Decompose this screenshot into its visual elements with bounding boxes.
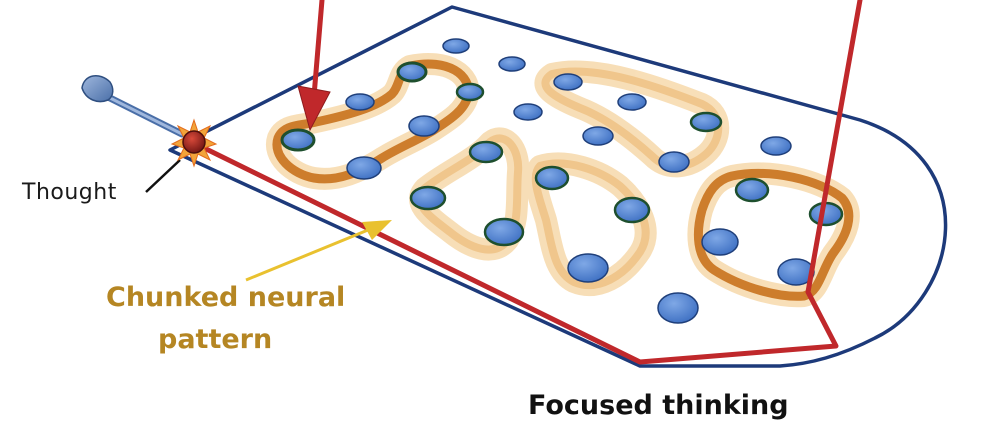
- neuron: [701, 228, 739, 256]
- thought-path: [195, 0, 863, 365]
- neuron: [468, 140, 504, 164]
- neuron: [613, 196, 651, 224]
- neuron: [658, 151, 690, 173]
- thought-label: Thought: [22, 180, 117, 205]
- neuron: [513, 103, 543, 121]
- neuron: [617, 93, 647, 111]
- neuron: [808, 201, 844, 227]
- neuron: [483, 217, 525, 247]
- pointer-arrow: [245, 220, 392, 282]
- chunk-label-line-2: pattern: [158, 324, 273, 355]
- thought-spark-icon: [170, 118, 218, 168]
- neuron: [409, 185, 447, 211]
- neuron: [553, 73, 583, 91]
- neuron: [567, 253, 609, 283]
- path-arrowhead: [297, 85, 331, 132]
- diagram-caption: Focused thinking: [528, 390, 789, 421]
- chunk-label-line-1: Chunked neural: [106, 282, 346, 313]
- neuron: [734, 177, 770, 203]
- chunk-5: [693, 169, 854, 301]
- chunk-4: [531, 159, 650, 290]
- neuron-nodes: [280, 38, 844, 324]
- neuron: [280, 128, 316, 152]
- neuron: [582, 126, 614, 146]
- neuron: [534, 165, 570, 191]
- neuron: [408, 115, 440, 137]
- neuron: [442, 38, 470, 54]
- neuron: [689, 111, 723, 133]
- pinball-plunger-icon: [81, 75, 186, 138]
- neuron: [346, 156, 382, 180]
- neuron: [760, 136, 792, 156]
- neuron: [345, 93, 375, 111]
- neuron: [396, 61, 428, 83]
- thought-leader-line: [145, 159, 181, 193]
- neuron: [498, 56, 526, 72]
- neuron: [657, 292, 699, 324]
- neuron: [455, 82, 485, 102]
